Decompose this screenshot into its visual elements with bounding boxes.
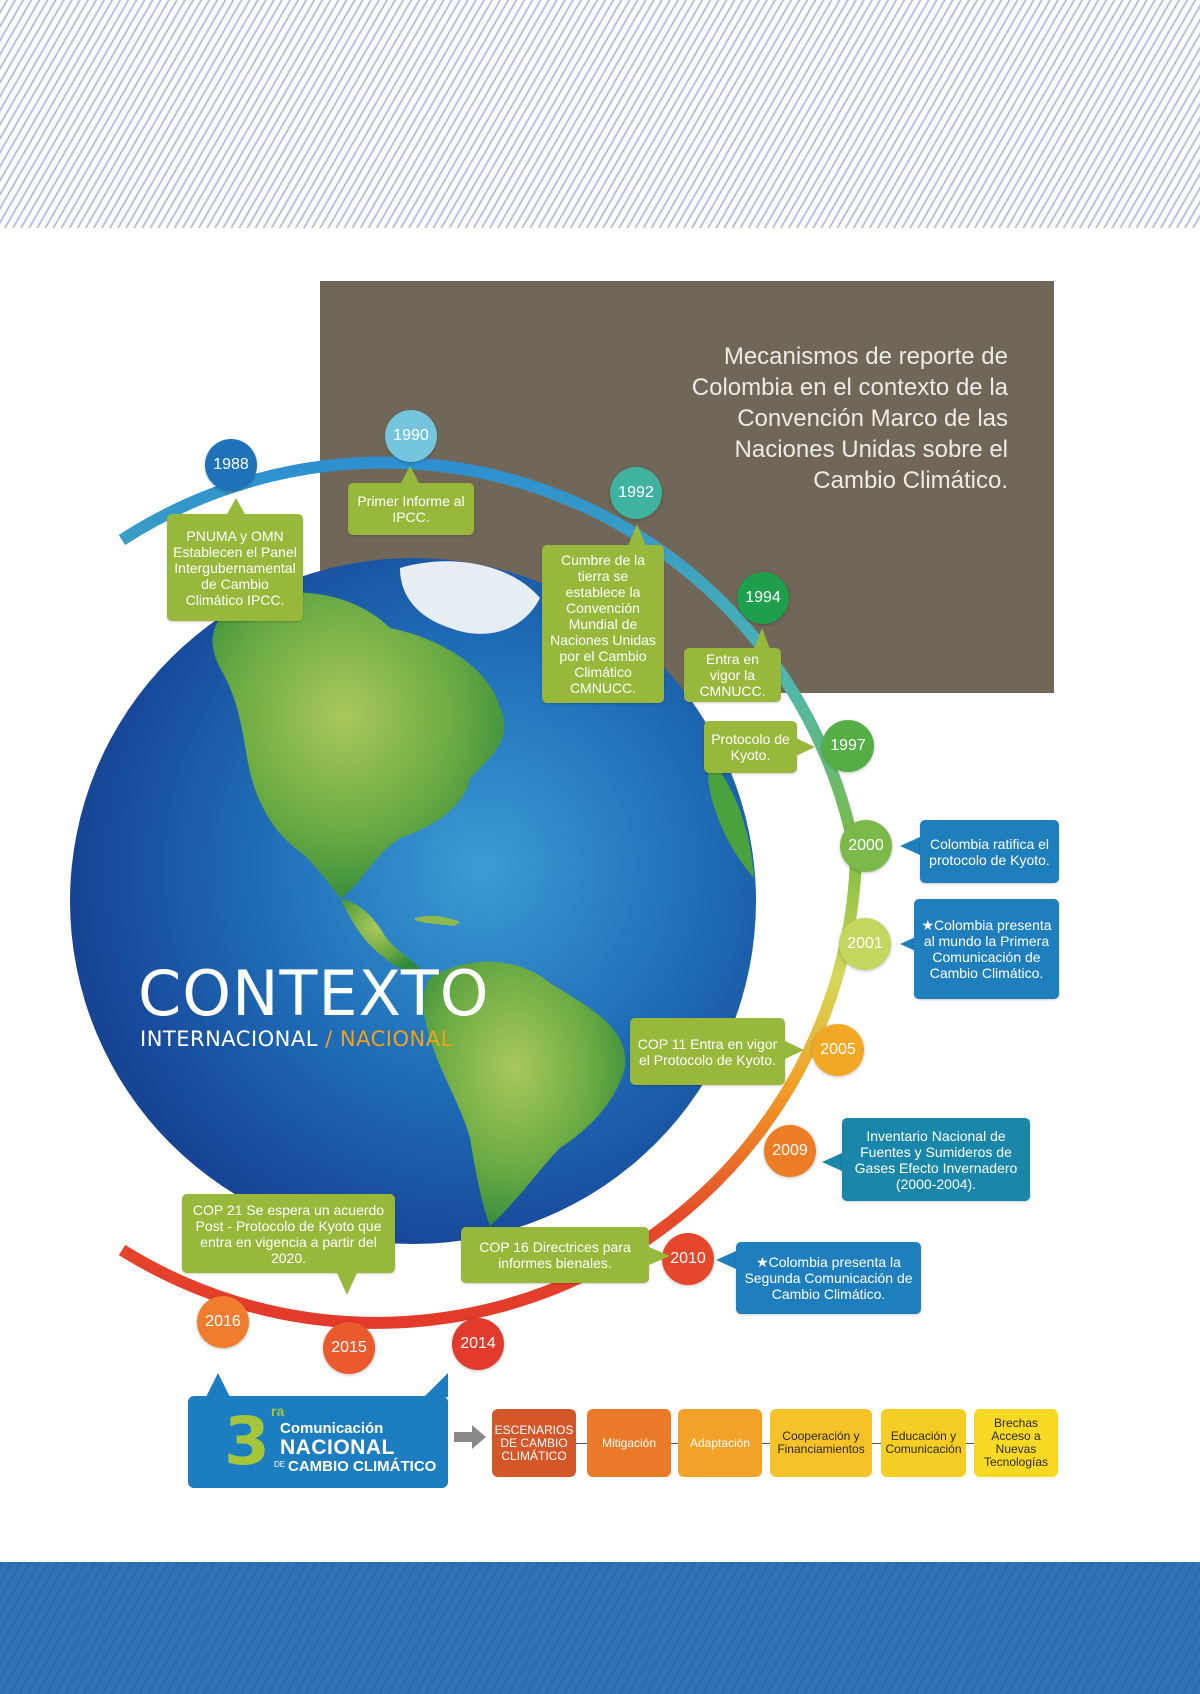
pointer-1992: [628, 524, 646, 546]
continents-graphic: [212, 561, 754, 1226]
pointer-2009: [822, 1153, 842, 1171]
year-2014: 2014: [452, 1318, 504, 1370]
pointer-1988: [227, 498, 245, 514]
flow-item-scenarios: ESCENARIOS DE CAMBIO CLIMÁTICO: [492, 1409, 576, 1477]
page-title: Mecanismos de reporte de Colombia en el …: [691, 343, 1008, 494]
event-box-1992: Cumbre de la tierra se establece la Conv…: [542, 545, 664, 703]
event-box-1988: PNUMA y OMN Establecen el Panel Intergub…: [167, 514, 303, 621]
year-2001: 2001: [839, 918, 891, 970]
year-2005: 2005: [812, 1024, 864, 1076]
pointer-2014: [649, 1247, 670, 1265]
year-1994: 1994: [737, 572, 789, 624]
subtitle-separator: /: [325, 1027, 333, 1051]
context-subtitle: INTERNACIONAL / NACIONAL: [140, 1027, 453, 1051]
pointer-2005: [785, 1041, 804, 1059]
event-box-2015: COP 21 Se espera un acuerdo Post - Proto…: [182, 1194, 395, 1273]
third-communication-logo: 3 ra Comunicación NACIONAL DE CAMBIO CLI…: [188, 1396, 448, 1488]
year-2016: 2016: [197, 1296, 249, 1348]
pointer-1994: [754, 628, 770, 649]
year-2010: 2010: [662, 1233, 714, 1285]
pointer-1990: [401, 466, 419, 483]
subtitle-international: INTERNACIONAL: [140, 1027, 318, 1051]
year-1988: 1988: [205, 439, 257, 491]
comm-number: 3: [224, 1403, 270, 1480]
top-hatch-pattern: [0, 0, 1200, 228]
event-box-2000: Colombia ratifica el protocolo de Kyoto.: [920, 820, 1059, 883]
star-icon: ★: [756, 1254, 769, 1270]
year-2000: 2000: [840, 820, 892, 872]
event-box-2005: COP 11 Entra en vigor el Protocolo de Ky…: [630, 1018, 785, 1085]
arrow-head-icon: [472, 1425, 486, 1449]
comm-line3: CAMBIO CLIMÁTICO: [288, 1458, 437, 1475]
comm-line3-prefix: DE: [274, 1460, 286, 1469]
comm-line2: NACIONAL: [280, 1436, 395, 1459]
year-1992: 1992: [610, 467, 662, 519]
comm-line1: Comunicación: [280, 1420, 384, 1437]
event-box-2001: ★Colombia presenta al mundo la Primera C…: [914, 899, 1059, 999]
flow-item-adaptation: Adaptación: [678, 1409, 762, 1477]
ring-arc: [118, 456, 863, 1329]
event-box-2009: Inventario Nacional de Fuentes y Sumider…: [842, 1118, 1030, 1201]
flow-item-education: Educación y Comunicación: [881, 1409, 966, 1477]
event-box-2010: ★Colombia presenta la Segunda Comunicaci…: [736, 1242, 921, 1314]
flow-item-cooperation: Cooperación y Financiamientos: [770, 1409, 872, 1477]
year-2009: 2009: [764, 1125, 816, 1177]
pointer-comm-left: [206, 1373, 230, 1397]
context-title: CONTEXTO: [138, 957, 490, 1030]
footer-band: [0, 1562, 1200, 1694]
year-1990: 1990: [385, 410, 437, 462]
year-2015: 2015: [323, 1322, 375, 1374]
event-box-1994: Entra en vigor la CMNUCC.: [684, 648, 781, 702]
flow-item-technology: Brechas Acceso a Nuevas Tecnologías: [974, 1409, 1058, 1477]
event-box-2014: COP 16 Directrices para informes bienale…: [461, 1227, 649, 1283]
subtitle-national: NACIONAL: [339, 1027, 453, 1051]
star-icon: ★: [921, 917, 935, 933]
pointer-2010: [716, 1251, 736, 1269]
event-box-1990: Primer Informe al IPCC.: [348, 483, 474, 535]
arrow-right-icon: [454, 1432, 474, 1442]
pointer-2015: [337, 1273, 357, 1295]
event-box-1997: Protocolo de Kyoto.: [704, 721, 797, 773]
flow-item-mitigation: Mitigación: [587, 1409, 671, 1477]
pointer-comm-right: [414, 1373, 448, 1397]
year-1997: 1997: [822, 720, 874, 772]
pointer-1997: [796, 738, 815, 756]
comm-ordinal: ra: [271, 1403, 285, 1419]
pointer-2000: [900, 837, 920, 855]
